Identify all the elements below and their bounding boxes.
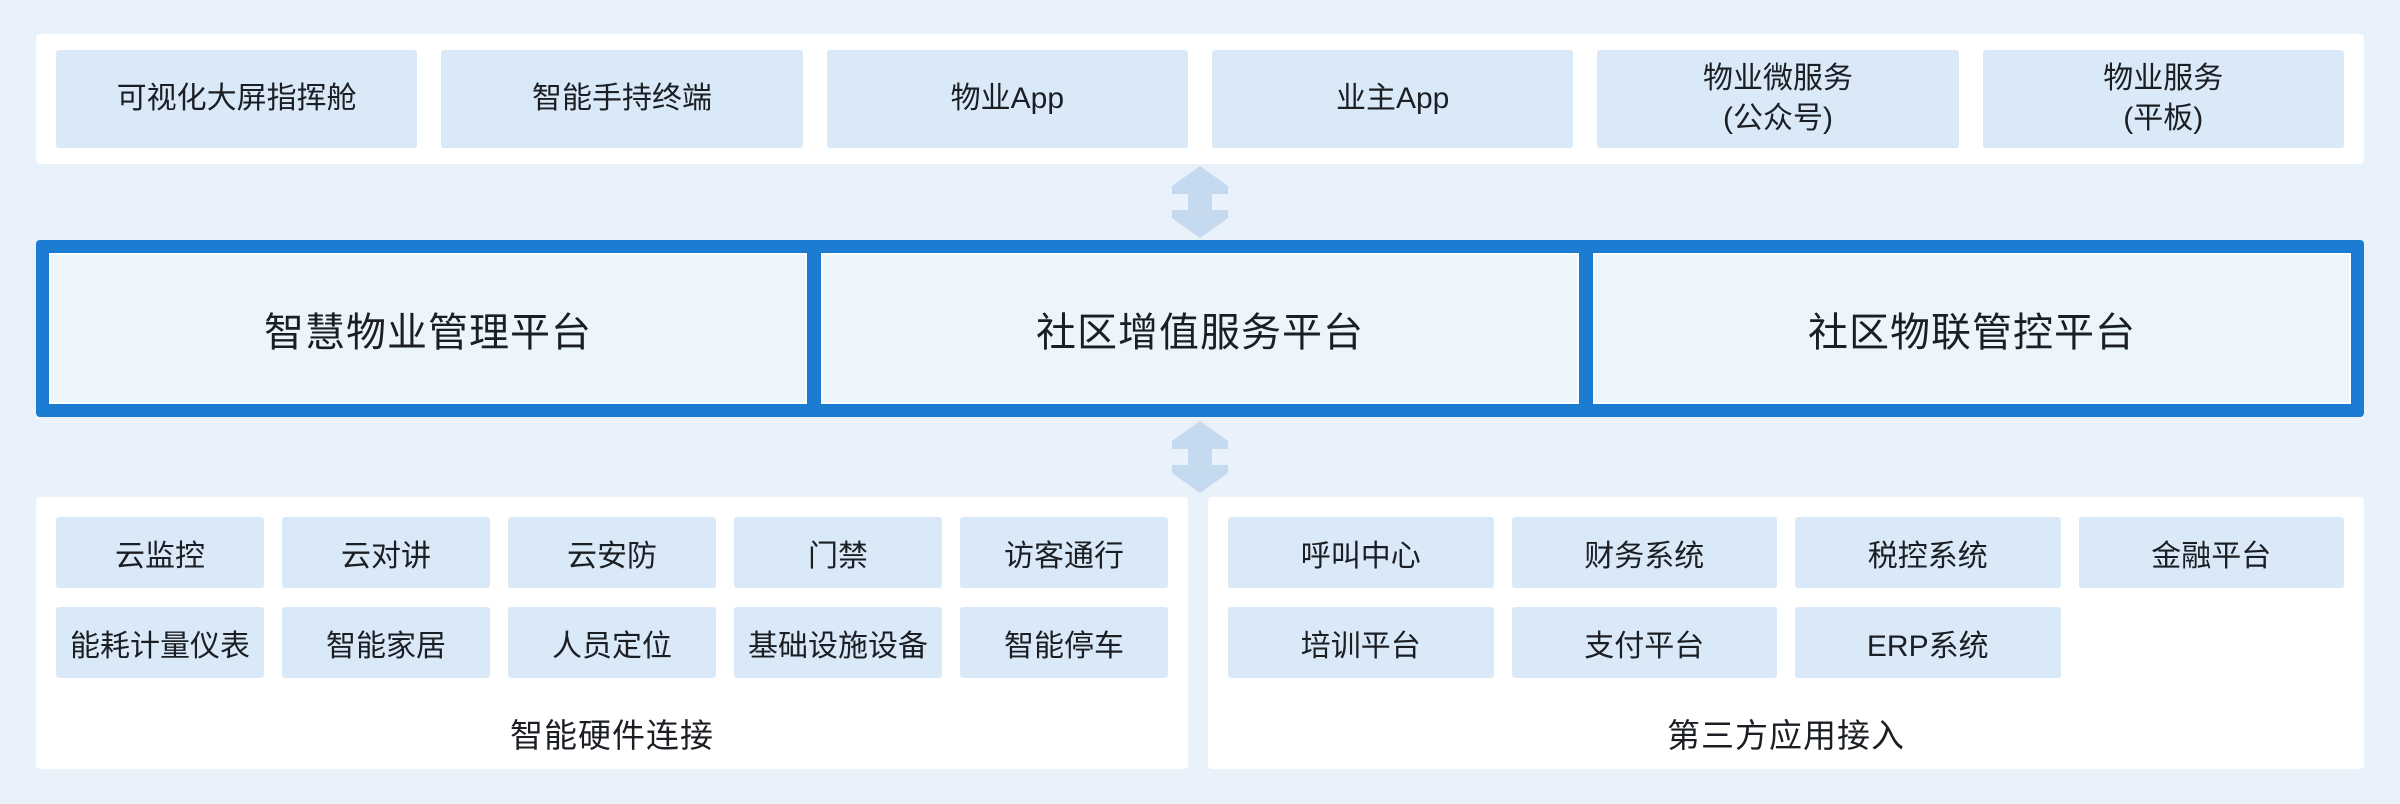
box-property-app: 物业App	[826, 50, 1188, 148]
up-down-arrow-icon	[1172, 421, 1228, 493]
up-down-arrow-icon	[1172, 166, 1228, 238]
hardware-box-access-control: 门禁	[734, 517, 942, 588]
connector-bottom	[36, 417, 2364, 497]
third-party-box-finance-system: 财务系统	[1511, 517, 1777, 588]
box-owner-app: 业主App	[1211, 50, 1574, 148]
hardware-box-cloud-monitoring: 云监控	[56, 517, 264, 588]
third-party-row-2: 培训平台 支付平台 ERP系统	[1228, 607, 2344, 678]
box-wechat-official-service: 物业微服务 (公众号)	[1597, 50, 1959, 148]
hardware-box-smart-home: 智能家居	[282, 607, 490, 678]
hardware-panel: 云监控 云对讲 云安防 门禁 访客通行 能耗计量仪表 智能家居 人员定位 基础设…	[36, 497, 1188, 769]
box-visual-command-center: 可视化大屏指挥舱	[56, 50, 418, 148]
third-party-row-1: 呼叫中心 财务系统 税控系统 金融平台	[1228, 517, 2344, 588]
third-party-section-label: 第三方应用接入	[1667, 717, 1905, 754]
hardware-box-cloud-intercom: 云对讲	[282, 517, 490, 588]
platform-value-added-service: 社区增值服务平台	[821, 253, 1579, 404]
third-party-box-payment-platform: 支付平台	[1511, 607, 1777, 678]
bottom-zone: 云监控 云对讲 云安防 门禁 访客通行 能耗计量仪表 智能家居 人员定位 基础设…	[36, 497, 2364, 769]
hardware-box-smart-parking: 智能停车	[960, 607, 1168, 678]
hardware-box-infrastructure: 基础设施设备	[734, 607, 942, 678]
connector-top	[36, 164, 2364, 240]
hardware-box-cloud-security: 云安防	[508, 517, 716, 588]
third-party-panel: 呼叫中心 财务系统 税控系统 金融平台 培训平台 支付平台 ERP系统 第三方应…	[1208, 497, 2364, 769]
box-tablet-service: 物业服务 (平板)	[1982, 50, 2344, 148]
third-party-box-call-center: 呼叫中心	[1228, 517, 1494, 588]
hardware-row-2: 能耗计量仪表 智能家居 人员定位 基础设施设备 智能停车	[56, 607, 1168, 678]
hardware-box-energy-meter: 能耗计量仪表	[56, 607, 264, 678]
hardware-row-1: 云监控 云对讲 云安防 门禁 访客通行	[56, 517, 1168, 588]
third-party-box-tax-system: 税控系统	[1795, 517, 2061, 588]
hardware-box-visitor-pass: 访客通行	[960, 517, 1168, 588]
platform-iot-control: 社区物联管控平台	[1593, 253, 2351, 404]
box-handheld-terminal: 智能手持终端	[441, 50, 803, 148]
platform-property-management: 智慧物业管理平台	[49, 253, 807, 404]
hardware-section-label: 智能硬件连接	[510, 717, 714, 754]
platform-band: 智慧物业管理平台 社区增值服务平台 社区物联管控平台	[36, 240, 2364, 417]
client-apps-panel: 可视化大屏指挥舱 智能手持终端 物业App 业主App 物业微服务 (公众号) …	[36, 34, 2364, 164]
third-party-box-training-platform: 培训平台	[1228, 607, 1494, 678]
third-party-box-erp-system: ERP系统	[1795, 607, 2061, 678]
third-party-box-financial-platform: 金融平台	[2078, 517, 2344, 588]
hardware-box-personnel-location: 人员定位	[508, 607, 716, 678]
